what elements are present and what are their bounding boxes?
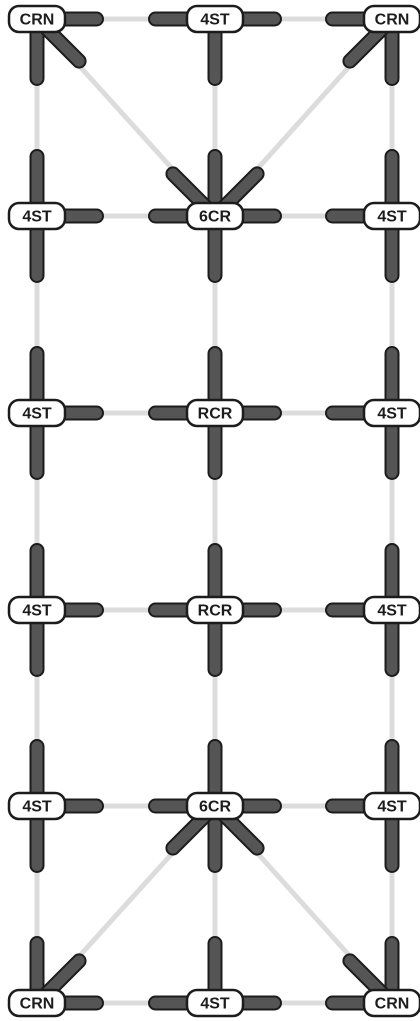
- node-crn: CRN: [7, 4, 67, 34]
- node-4st: 4ST: [362, 398, 420, 428]
- node-label-box: [7, 595, 67, 625]
- connector-arm-s: [384, 811, 400, 873]
- node-4st: 4ST: [185, 4, 245, 34]
- node-label-text: 4ST: [200, 12, 230, 29]
- connector-arm-s: [29, 221, 45, 283]
- node-label-text: 6CR: [199, 209, 231, 226]
- node-label-box: [7, 988, 67, 1018]
- node-label-text: CRN: [20, 12, 55, 29]
- node-4st: 4ST: [7, 398, 67, 428]
- node-label-text: 4ST: [22, 209, 52, 226]
- node-label-box: [7, 201, 67, 231]
- node-label-text: 4ST: [377, 603, 407, 620]
- node-label-text: 4ST: [377, 799, 407, 816]
- node-label-text: 6CR: [199, 799, 231, 816]
- node-4st: 4ST: [362, 201, 420, 231]
- node-label-box: [185, 201, 245, 231]
- node-crn: CRN: [7, 988, 67, 1018]
- connector-arm-n: [384, 543, 400, 605]
- connector-arm-s: [207, 221, 223, 283]
- node-4st: 4ST: [185, 988, 245, 1018]
- connector-arm-n: [29, 543, 45, 605]
- node-crn: CRN: [362, 988, 420, 1018]
- node-label-box: [7, 4, 67, 34]
- node-labels: CRN 4ST CRN 4ST 6CR 4ST 4ST RCR 4ST 4ST RCR 4ST 4ST 6…: [7, 4, 420, 1018]
- connector-arm-n: [29, 346, 45, 408]
- connector-arm-n: [29, 739, 45, 801]
- node-label-box: [362, 398, 420, 428]
- node-4st: 4ST: [362, 791, 420, 821]
- node-label-box: [362, 988, 420, 1018]
- node-label-box: [362, 791, 420, 821]
- node-label-text: 4ST: [377, 406, 407, 423]
- connector-arm-n: [29, 149, 45, 211]
- node-label-box: [185, 988, 245, 1018]
- node-rcr: RCR: [185, 398, 245, 428]
- node-label-box: [185, 4, 245, 34]
- connector-arm-s: [384, 615, 400, 677]
- connector-arm-s: [29, 811, 45, 873]
- node-label-box: [7, 398, 67, 428]
- node-label-text: 4ST: [22, 603, 52, 620]
- node-label-box: [185, 791, 245, 821]
- node-rcr: RCR: [185, 595, 245, 625]
- connector-arm-n: [384, 149, 400, 211]
- connector-arm-s: [384, 418, 400, 480]
- connector-arm-n: [384, 739, 400, 801]
- node-label-box: [7, 791, 67, 821]
- node-6cr: 6CR: [185, 201, 245, 231]
- node-4st: 4ST: [362, 595, 420, 625]
- connector-arm-n: [207, 346, 223, 408]
- node-label-box: [185, 595, 245, 625]
- node-label-text: RCR: [198, 406, 233, 423]
- node-4st: 4ST: [7, 201, 67, 231]
- node-4st: 4ST: [7, 595, 67, 625]
- node-label-box: [362, 595, 420, 625]
- connector-arm-n: [207, 739, 223, 801]
- connector-arm-s: [207, 24, 223, 86]
- node-crn: CRN: [362, 4, 420, 34]
- node-label-text: 4ST: [22, 799, 52, 816]
- connector-arm-s: [29, 418, 45, 480]
- connector-arm-n: [207, 543, 223, 605]
- connector-arm-s: [207, 418, 223, 480]
- node-label-text: 4ST: [377, 209, 407, 226]
- connector-arm-n: [207, 936, 223, 998]
- node-label-text: 4ST: [200, 996, 230, 1013]
- node-label-box: [362, 4, 420, 34]
- node-label-box: [185, 398, 245, 428]
- node-label-text: CRN: [20, 996, 55, 1013]
- connector-arm-n: [384, 346, 400, 408]
- node-label-text: RCR: [198, 603, 233, 620]
- node-4st: 4ST: [7, 791, 67, 821]
- node-label-text: 4ST: [22, 406, 52, 423]
- connector-arm-s: [29, 615, 45, 677]
- connector-arm-s: [207, 615, 223, 677]
- connector-arm-s: [384, 221, 400, 283]
- node-label-text: CRN: [375, 996, 410, 1013]
- node-label-box: [362, 201, 420, 231]
- node-label-text: CRN: [375, 12, 410, 29]
- node-6cr: 6CR: [185, 791, 245, 821]
